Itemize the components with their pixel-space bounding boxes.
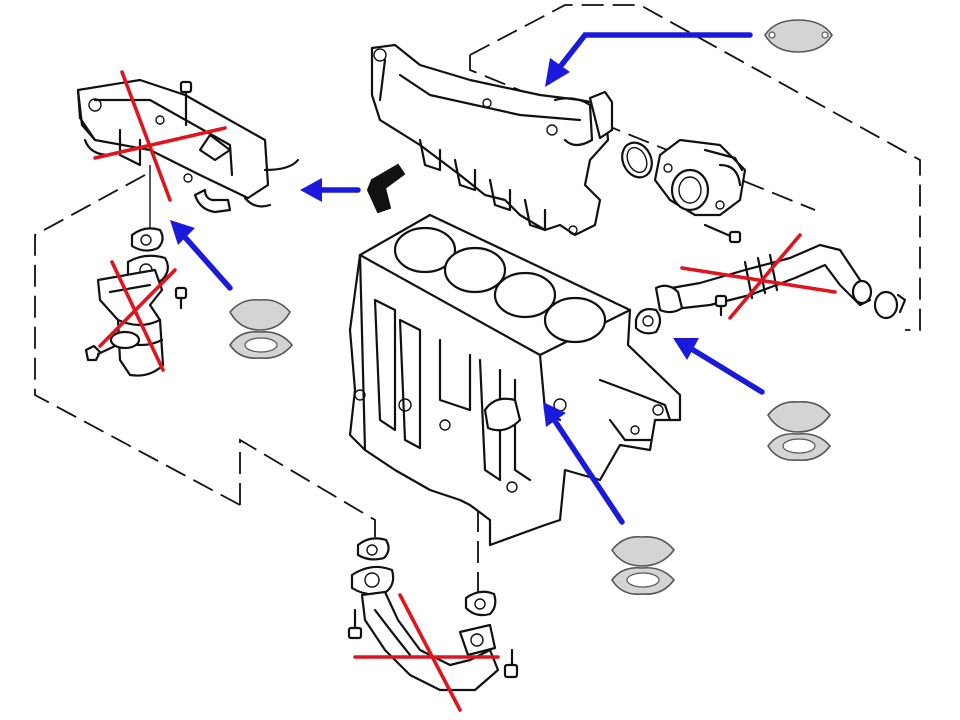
gasket-right bbox=[634, 308, 662, 335]
egr-lower-pipe bbox=[96, 268, 165, 377]
dashed-line-bottom-left bbox=[239, 438, 376, 540]
arrow-to-engine-block bbox=[543, 402, 625, 525]
bolt-throttle bbox=[703, 223, 742, 244]
x-mark-egr-cooler bbox=[93, 70, 227, 202]
bolt-right-pipe bbox=[714, 294, 728, 317]
cylinder-bore-4 bbox=[543, 296, 607, 344]
throttle-body bbox=[653, 138, 747, 217]
blanking-plate-bottom bbox=[611, 535, 676, 596]
nut-lower-left bbox=[84, 344, 117, 362]
gasket-bottom-1 bbox=[356, 537, 390, 561]
gasket-bottom-2 bbox=[350, 565, 395, 596]
arrow-to-egr-cooler bbox=[300, 178, 361, 202]
arrow-to-left-gasket bbox=[170, 220, 233, 291]
egr-bottom-pipe bbox=[360, 590, 500, 692]
intake-manifold bbox=[370, 43, 614, 237]
blanking-plate-left bbox=[229, 298, 294, 360]
cylinder-bore-3 bbox=[493, 271, 557, 319]
gasket-left-upper bbox=[130, 227, 164, 252]
dashed-line-left bbox=[34, 174, 241, 506]
bolt-top-left bbox=[179, 80, 193, 127]
gasket-bottom-3 bbox=[464, 590, 497, 617]
egr-cooler bbox=[76, 78, 300, 214]
o-ring bbox=[621, 141, 653, 179]
arrow-to-right-gasket bbox=[673, 338, 765, 395]
removal-marks bbox=[93, 70, 837, 712]
bolt-bottom-right bbox=[503, 648, 519, 679]
dashed-line-top-right bbox=[469, 4, 921, 331]
engine-block bbox=[348, 213, 682, 547]
hose-elbow bbox=[366, 163, 406, 214]
blanking-plate-right bbox=[767, 400, 832, 462]
bolt-lower-left bbox=[174, 286, 188, 310]
blanking-plate-top-right bbox=[764, 19, 833, 53]
egr-bottom-pipe-body bbox=[360, 590, 500, 692]
bolt-bottom-left bbox=[347, 608, 363, 640]
arrow-to-intake-manifold bbox=[545, 32, 753, 87]
blanking-arrows bbox=[170, 32, 765, 525]
cylinder-bore-2 bbox=[443, 246, 507, 294]
x-mark-egr-right-pipe bbox=[680, 233, 837, 320]
intake-manifold-body bbox=[370, 43, 610, 237]
x-mark-egr-bottom-pipe bbox=[353, 593, 500, 712]
x-mark-egr-lower-pipe bbox=[98, 260, 177, 372]
cylinder-bore-1 bbox=[393, 226, 457, 274]
